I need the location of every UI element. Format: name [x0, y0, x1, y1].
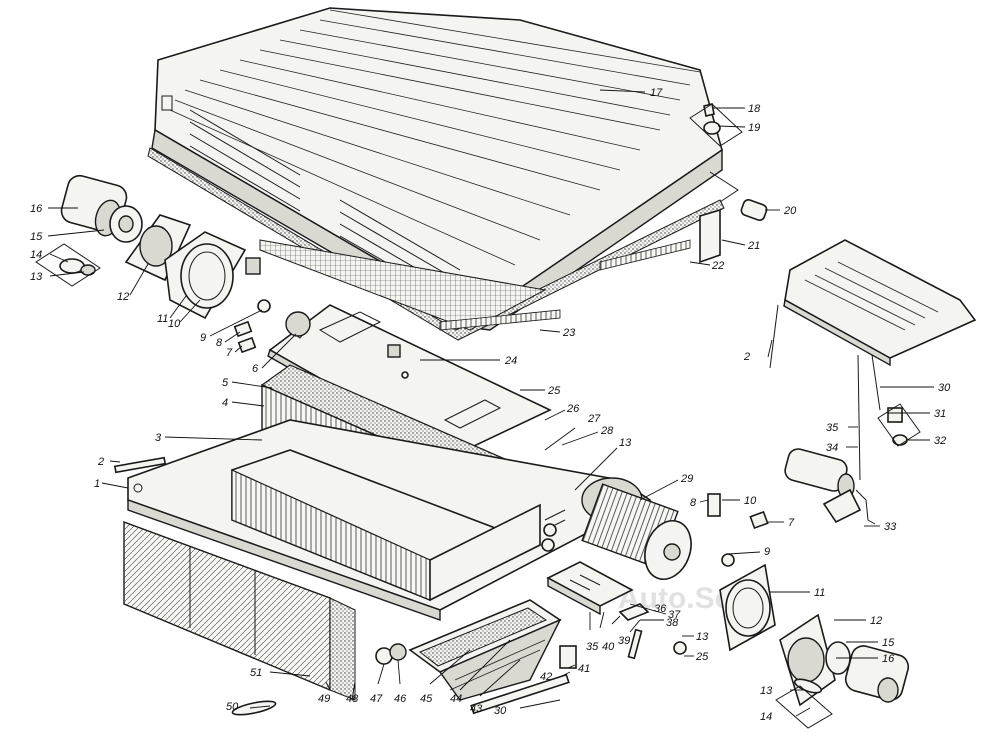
callout-46: 46 — [394, 693, 407, 705]
callout-7: 7 — [226, 347, 233, 359]
callout-49: 49 — [318, 693, 330, 705]
callout-boxes — [35, 103, 921, 729]
callout-2: 2 — [743, 351, 750, 363]
callout-34: 34 — [826, 442, 838, 454]
callout-30: 30 — [938, 382, 951, 394]
callout-25: 25 — [547, 385, 561, 397]
callout-35: 35 — [586, 641, 599, 653]
right-blower-assembly — [618, 493, 910, 707]
housing-base-1 — [127, 419, 652, 621]
callout-38: 38 — [666, 617, 679, 629]
plate-23 — [259, 239, 561, 331]
callout-13: 13 — [696, 631, 709, 643]
callout-21: 21 — [747, 240, 760, 252]
callout-31: 31 — [934, 408, 946, 420]
callout-13: 13 — [760, 685, 773, 697]
fan-motor-29 — [581, 477, 692, 580]
callout-4: 4 — [222, 397, 228, 409]
fasteners — [113, 103, 823, 716]
callout-51: 51 — [250, 667, 262, 679]
callout-41: 41 — [578, 663, 590, 675]
callout-13: 13 — [619, 437, 632, 449]
left-blower-assembly — [59, 174, 311, 354]
callout-1: 1 — [94, 478, 100, 490]
callout-12: 12 — [117, 291, 129, 303]
callout-23: 23 — [562, 327, 576, 339]
callout-16: 16 — [30, 203, 43, 215]
callout-50: 50 — [226, 701, 239, 713]
callout-27: 27 — [587, 413, 601, 425]
callout-3: 3 — [155, 432, 162, 444]
callout-19: 19 — [748, 122, 760, 134]
callout-35: 35 — [826, 422, 839, 434]
callout-9: 9 — [200, 332, 206, 344]
callout-17: 17 — [650, 87, 663, 99]
callout-22: 22 — [711, 260, 724, 272]
callout-labels: 17 18 19 20 21 22 23 24 25 26 27 28 13 2… — [30, 87, 951, 723]
top-cover-17 — [151, 7, 723, 331]
callout-14: 14 — [30, 249, 42, 261]
callout-2: 2 — [97, 456, 104, 468]
callout-33: 33 — [884, 521, 897, 533]
callout-10: 10 — [168, 318, 181, 330]
callout-47: 47 — [370, 693, 383, 705]
callout-6: 6 — [252, 363, 259, 375]
callout-32: 32 — [934, 435, 946, 447]
callout-8: 8 — [690, 497, 697, 509]
callout-7: 7 — [788, 517, 795, 529]
callout-18: 18 — [748, 103, 761, 115]
terminal-block-35-40 — [546, 561, 634, 616]
callout-15: 15 — [30, 231, 43, 243]
callout-16: 16 — [882, 653, 895, 665]
callout-10: 10 — [744, 495, 757, 507]
callout-11: 11 — [814, 587, 825, 599]
callout-28: 28 — [600, 425, 614, 437]
callout-37: 37 — [668, 609, 681, 621]
callout-13: 13 — [30, 271, 43, 283]
callout-40: 40 — [602, 641, 615, 653]
callout-9: 9 — [764, 546, 770, 558]
callout-45: 45 — [420, 693, 433, 705]
callout-11: 11 — [157, 313, 168, 325]
callout-8: 8 — [216, 337, 223, 349]
callout-5: 5 — [222, 377, 229, 389]
callout-39: 39 — [618, 635, 630, 647]
callout-15: 15 — [882, 637, 895, 649]
callout-36: 36 — [654, 603, 667, 615]
front-grille-51 — [123, 520, 356, 701]
callout-26: 26 — [566, 403, 580, 415]
callout-42: 42 — [540, 671, 552, 683]
callout-20: 20 — [783, 205, 797, 217]
callout-29: 29 — [680, 473, 693, 485]
callout-12: 12 — [870, 615, 882, 627]
callout-24: 24 — [504, 355, 517, 367]
callout-25: 25 — [695, 651, 709, 663]
callout-48: 48 — [346, 693, 359, 705]
callout-44: 44 — [450, 693, 462, 705]
callout-30: 30 — [494, 705, 507, 717]
aux-heater-unit — [769, 239, 977, 525]
leader-lines — [47, 89, 934, 717]
callout-43: 43 — [470, 703, 483, 715]
cover-gasket-21-22 — [147, 147, 725, 341]
callout-14: 14 — [760, 711, 772, 723]
